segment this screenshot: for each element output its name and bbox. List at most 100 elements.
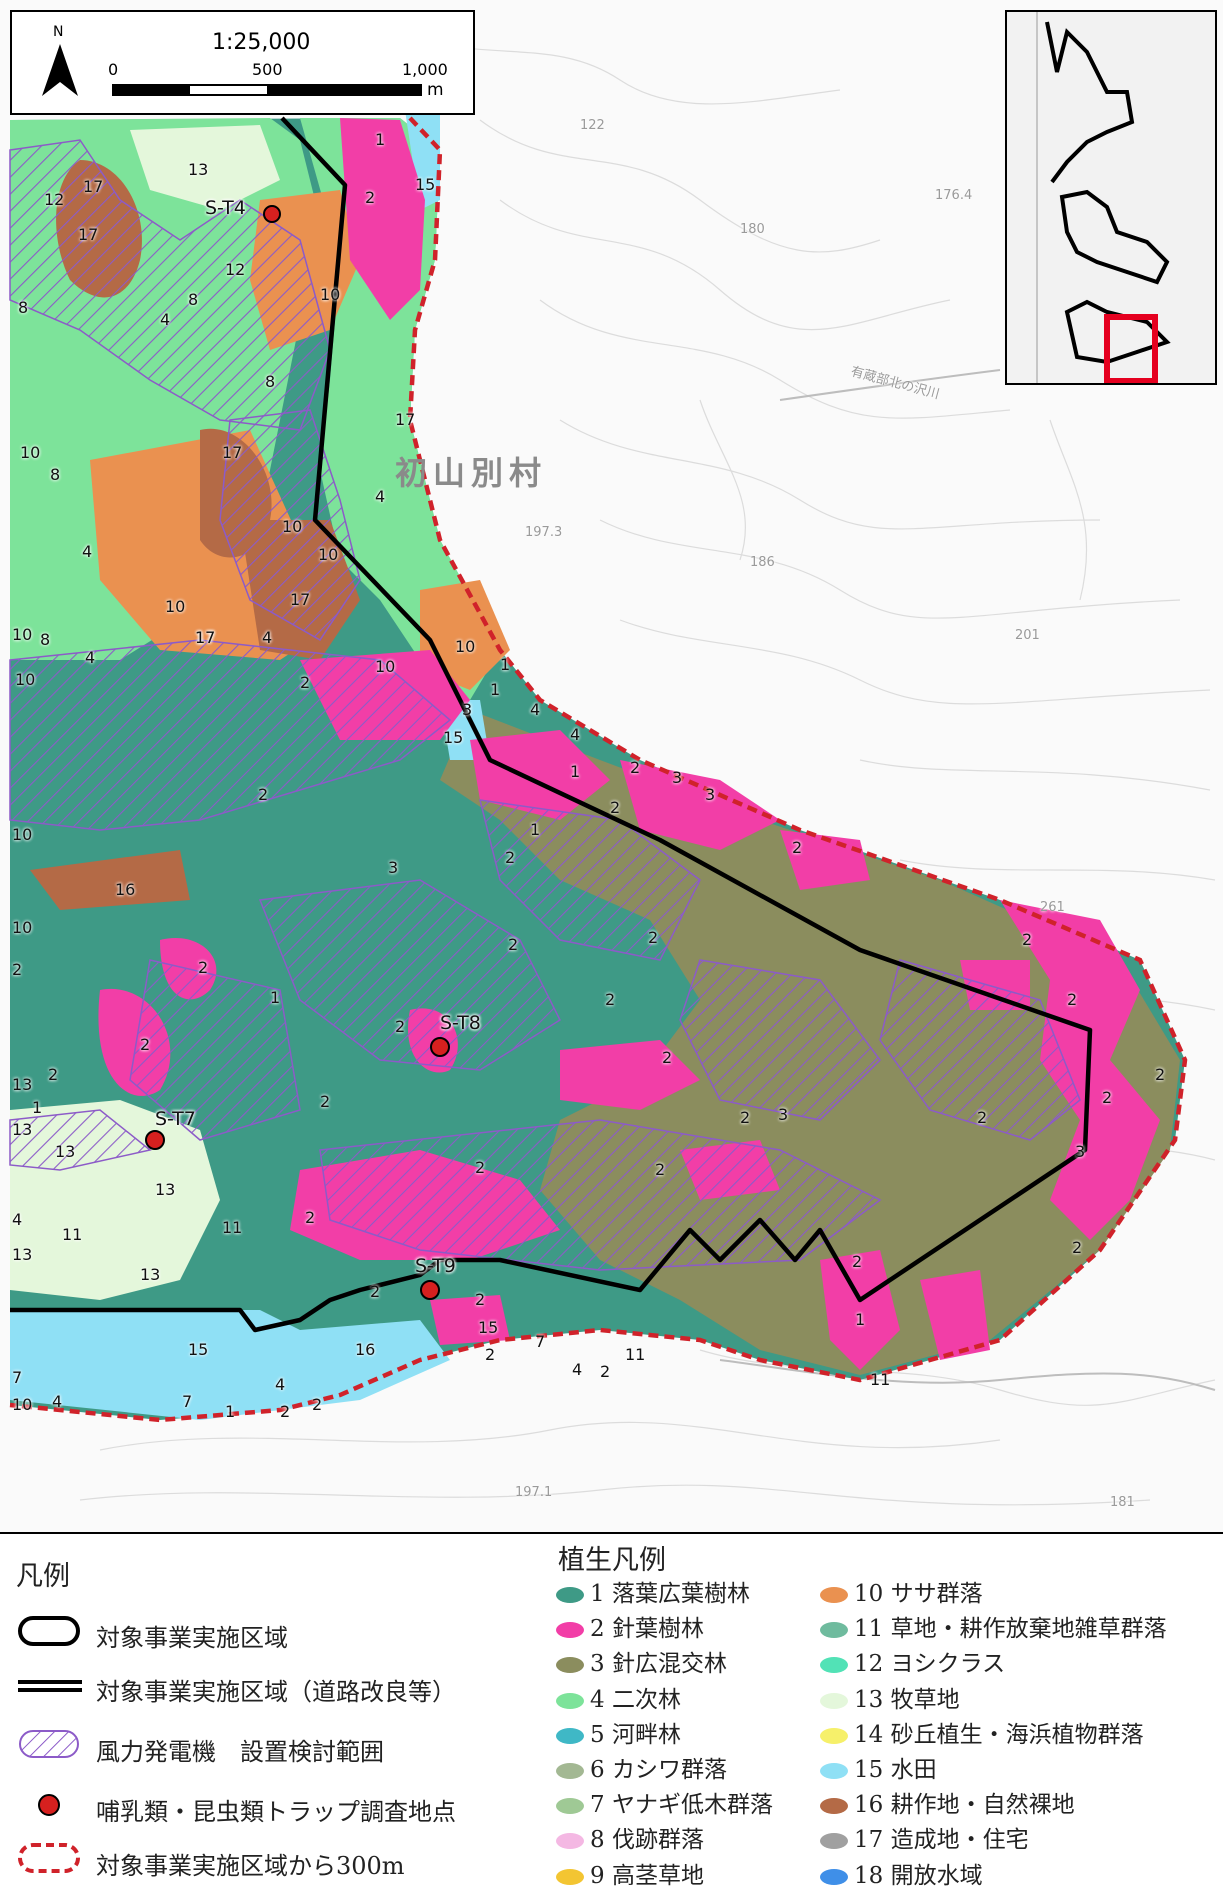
polygon-label: 10 — [12, 1395, 33, 1414]
polygon-label: 2 — [12, 960, 23, 979]
vegetation-legend-label: 9 高茎草地 — [590, 1862, 704, 1889]
polygon-label: 4 — [275, 1375, 286, 1394]
polygon-label: 1 — [500, 655, 511, 674]
polygon-label: 17 — [195, 628, 216, 647]
polygon-label: 2 — [508, 935, 519, 954]
vegetation-legend-label: 3 針広混交林 — [590, 1651, 727, 1678]
buffer-symbol-icon — [18, 1843, 80, 1873]
polygon-label: 10 — [20, 443, 41, 462]
polygon-label: 8 — [50, 465, 61, 484]
polygon-label: 7 — [12, 1368, 23, 1387]
vegetation-legend-label: 1 落葉広葉樹林 — [590, 1581, 750, 1607]
vegetation-legend-item: 1 落葉広葉樹林 — [556, 1574, 750, 1608]
polygon-label: 4 — [12, 1210, 23, 1229]
vegetation-legend-item: 11 草地・耕作放棄地雑草群落 — [820, 1609, 1167, 1643]
polygon-label: 11 — [870, 1370, 891, 1389]
polygon-label: 8 — [188, 290, 199, 309]
polygon-label: 10 — [165, 597, 186, 616]
polygon-label: 10 — [12, 918, 33, 937]
vegetation-color-swatch — [820, 1587, 848, 1603]
vegetation-paddy-north — [405, 110, 440, 210]
polygon-label: 10 — [320, 285, 341, 304]
polygon-label: 2 — [1155, 1065, 1166, 1084]
vegetation-color-swatch — [820, 1657, 848, 1674]
site-marker-s-t8 — [430, 1037, 450, 1057]
polygon-label: 10 — [455, 637, 476, 656]
polygon-label: 13 — [12, 1245, 33, 1264]
vegetation-color-swatch — [820, 1622, 848, 1639]
legend-panel: 凡例 対象事業実施区域 対象事業実施区域（道路改良等） 風力発電機 設置検討範囲… — [0, 1532, 1223, 1892]
polygon-label: 12 — [225, 260, 246, 279]
vegetation-legend-label: 16 耕作地・自然裸地 — [854, 1792, 1075, 1819]
elevation-label: 197.1 — [515, 1485, 553, 1500]
scale-tick: 1,000 — [402, 60, 448, 79]
polygon-label: 10 — [318, 545, 339, 564]
polygon-label: 2 — [320, 1092, 331, 1111]
vegetation-legend-label: 14 砂丘植生・海浜植物群落 — [854, 1721, 1144, 1748]
wind-turbine-candidate-areas — [9, 139, 1081, 1271]
vegetation-legend-item: 9 高茎草地 — [556, 1856, 704, 1890]
polygon-label: 2 — [610, 798, 621, 817]
polygon-label: 2 — [1072, 1238, 1083, 1257]
polygon-label: 8 — [40, 630, 51, 649]
polygon-label: 2 — [605, 990, 616, 1009]
polygon-label: 2 — [1022, 930, 1033, 949]
vegetation-map[interactable]: 122 180 176.4 186 201 197.3 261 181 197.… — [0, 0, 1223, 1532]
vegetation-legend-label: 7 ヤナギ低木群落 — [590, 1792, 773, 1819]
polygon-label: 11 — [222, 1218, 243, 1237]
polygon-label: 4 — [85, 648, 96, 667]
vegetation-farmland-4 — [30, 850, 190, 910]
vegetation-legend-item: 12 ヨシクラス — [820, 1644, 1005, 1678]
polygon-label: 10 — [12, 825, 33, 844]
polygon-label: 11 — [62, 1225, 83, 1244]
inset-locator-map — [1005, 10, 1217, 385]
polygon-label: 8 — [18, 298, 29, 317]
polygon-label: 2 — [662, 1048, 673, 1067]
polygon-label: 17 — [195, 628, 216, 647]
vegetation-color-swatch — [556, 1763, 584, 1779]
vegetation-color-swatch — [820, 1763, 848, 1779]
vegetation-legend-label: 11 草地・耕作放棄地雑草群落 — [854, 1616, 1167, 1643]
polygon-label: 2 — [977, 1108, 988, 1127]
legend-item-road-boundary: 対象事業実施区域（道路改良等） — [96, 1678, 456, 1706]
village-name: 初山別村 — [395, 454, 548, 492]
vegetation-legend-item: 6 カシワ群落 — [556, 1750, 727, 1784]
vegetation-color-swatch — [556, 1692, 584, 1709]
polygon-label: 2 — [395, 1017, 406, 1036]
polygon-label: 4 — [82, 542, 93, 561]
vegetation-legend-item: 4 二次林 — [556, 1680, 681, 1714]
polygon-label: 2 — [475, 1290, 486, 1309]
polygon-label: 10 — [375, 657, 396, 676]
polygon-label: 4 — [375, 487, 386, 506]
vegetation-legend-item: 3 針広混交林 — [556, 1644, 727, 1678]
polygon-label: 16 — [355, 1340, 376, 1359]
polygon-label: 2 — [852, 1252, 863, 1271]
polygon-label: 2 — [370, 1282, 381, 1301]
polygon-label: 4 — [530, 700, 541, 719]
polygon-label: 2 — [140, 1035, 151, 1054]
polygon-label: 13 — [188, 160, 209, 179]
polygon-label: 4 — [572, 1360, 583, 1379]
polygon-label: 2 — [485, 1345, 496, 1364]
legend-item-wind-turbine-area: 風力発電機 設置検討範囲 — [96, 1738, 384, 1766]
vegetation-legend-title: 植生凡例 — [558, 1545, 666, 1576]
vegetation-legend-item: 15 水田 — [820, 1750, 937, 1784]
polygon-label: 1 — [270, 988, 281, 1007]
vegetation-legend-label: 5 河畔林 — [590, 1721, 681, 1748]
polygon-label: 13 — [12, 1120, 33, 1139]
polygon-label: 2 — [300, 673, 311, 692]
polygon-label: 2 — [312, 1395, 323, 1414]
vegetation-pasture — [130, 125, 280, 210]
vegetation-legend-item: 8 伐跡群落 — [556, 1820, 704, 1854]
site-marker-icon — [38, 1794, 60, 1816]
polygon-label: 3 — [778, 1105, 789, 1124]
polygon-label: 8 — [265, 372, 276, 391]
vegetation-legend-label: 17 造成地・住宅 — [854, 1827, 1029, 1854]
polygon-label: 13 — [12, 1075, 33, 1094]
vegetation-legend-label: 2 針葉樹林 — [590, 1616, 704, 1643]
polygon-label: 2 — [600, 1362, 611, 1381]
polygon-label: 17 — [395, 410, 416, 429]
polygon-label: 10 — [15, 670, 36, 689]
polygon-label: 3 — [462, 700, 473, 719]
vegetation-legend-item: 2 針葉樹林 — [556, 1609, 704, 1643]
